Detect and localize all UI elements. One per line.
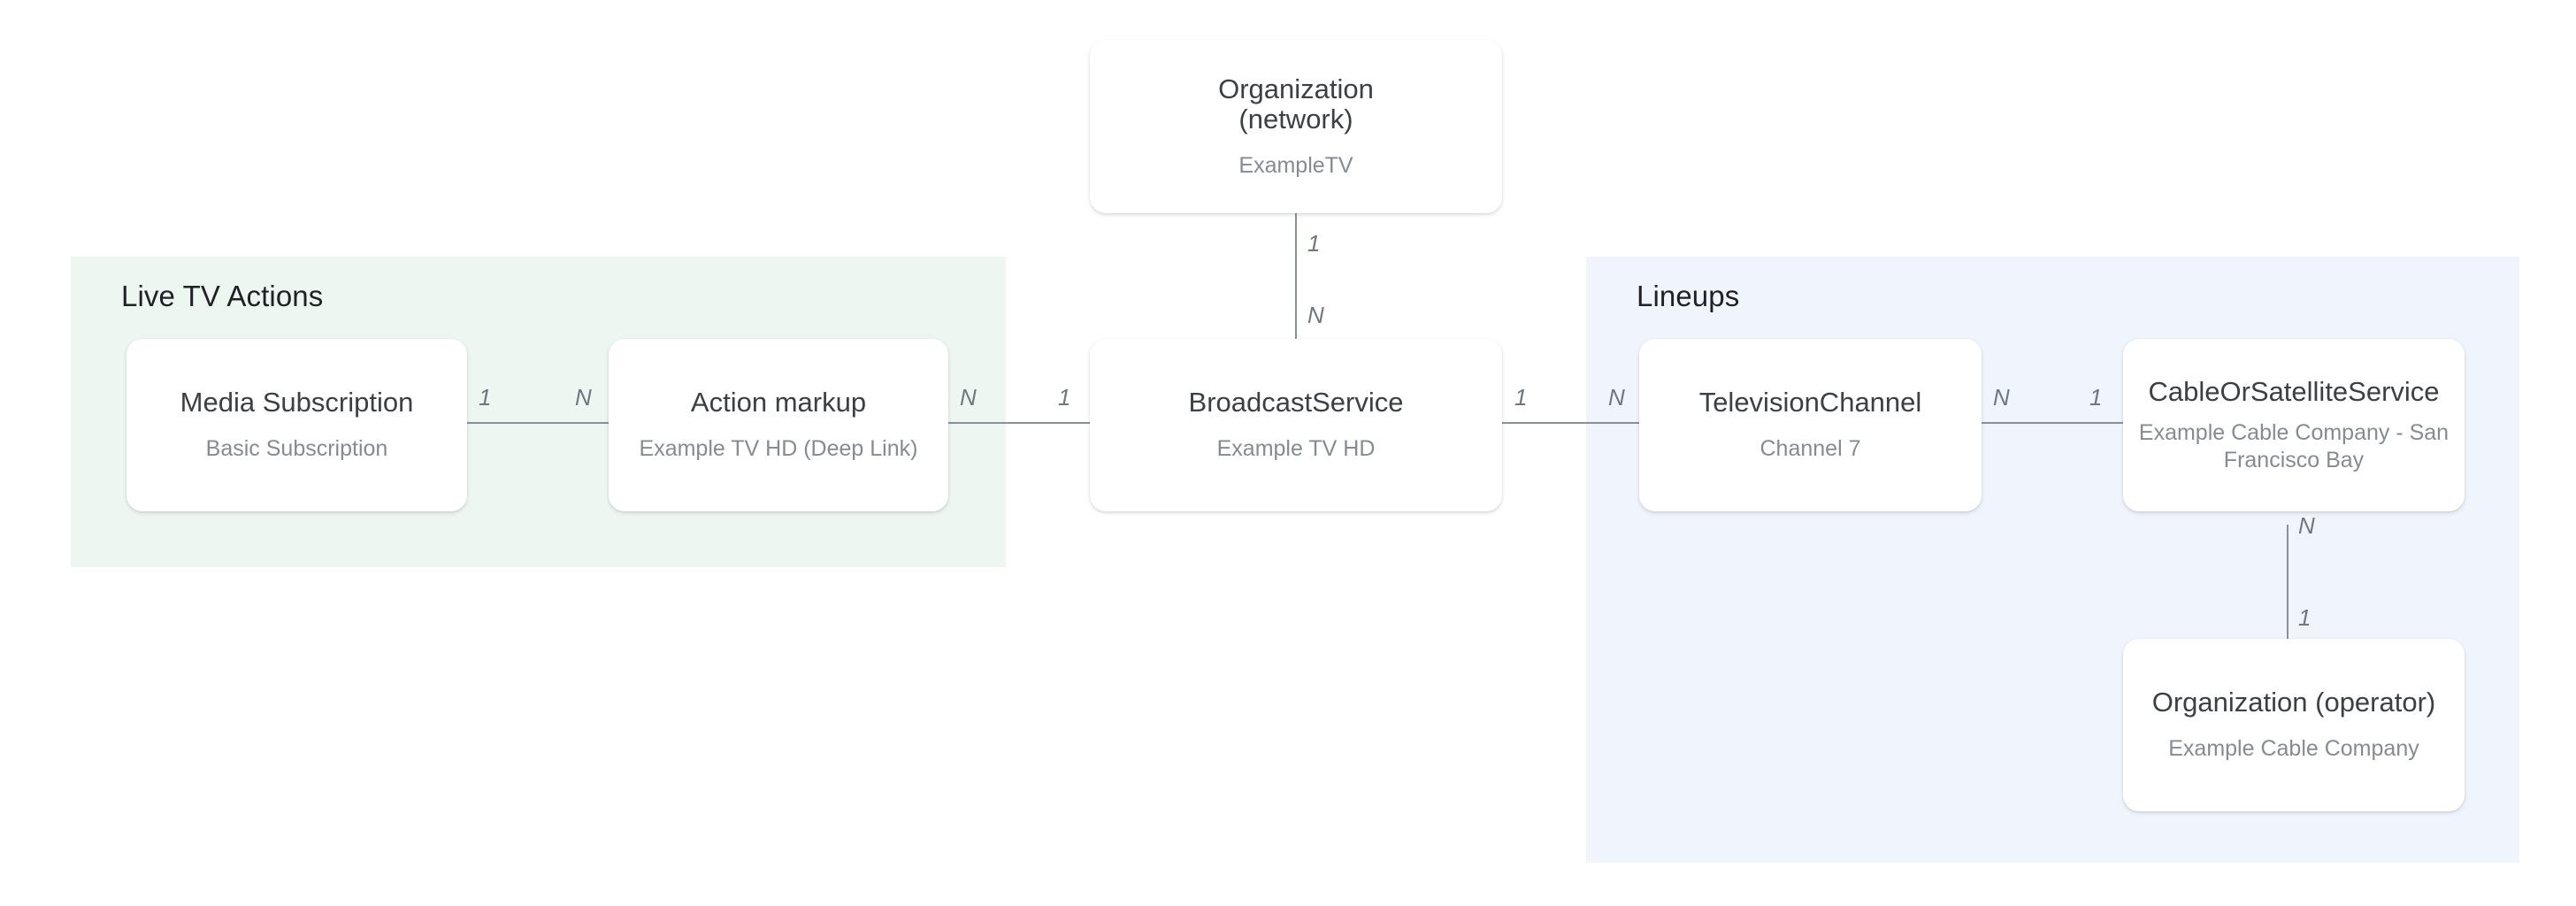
edge-label-broadcast-service-1: 1: [1058, 384, 1071, 411]
node-title: Action markup: [690, 387, 867, 418]
node-television-channel[interactable]: TelevisionChannel Channel 7: [1639, 339, 1982, 511]
node-subtitle: Example TV HD: [1216, 436, 1376, 462]
node-title: Organization (network): [1218, 73, 1374, 135]
edge-broadcast-service-to-television-channel: [1502, 422, 1639, 424]
edge-label-cable-or-satellite-service-n: N: [2298, 512, 2315, 539]
node-broadcast-service[interactable]: BroadcastService Example TV HD: [1090, 339, 1502, 511]
node-organization-network[interactable]: Organization (network) ExampleTV: [1090, 40, 1502, 213]
node-organization-operator[interactable]: Organization (operator) Example Cable Co…: [2123, 639, 2465, 811]
node-title-line-1: Organization: [1218, 73, 1374, 104]
edge-label-organization-network-1: 1: [1307, 230, 1321, 257]
node-title: Media Subscription: [180, 387, 414, 418]
node-subtitle: Channel 7: [1760, 436, 1861, 462]
group-title-live-tv-actions: Live TV Actions: [121, 280, 324, 312]
node-subtitle: ExampleTV: [1238, 152, 1353, 178]
node-media-subscription[interactable]: Media Subscription Basic Subscription: [126, 339, 467, 511]
edge-label-broadcast-service-1b: 1: [1514, 384, 1528, 411]
node-title: CableOrSatelliteService: [2148, 375, 2440, 407]
edge-label-television-channel-n2: N: [1993, 384, 2010, 411]
node-title: Organization (operator): [2151, 687, 2436, 718]
edge-label-television-channel-n: N: [1608, 384, 1625, 411]
node-subtitle: Example Cable Company - San Francisco Ba…: [2138, 420, 2450, 472]
node-title: TelevisionChannel: [1698, 387, 1922, 418]
node-subtitle: Basic Subscription: [205, 436, 388, 462]
edge-television-channel-to-cable-or-satellite-service: [1982, 422, 2123, 424]
edge-label-action-markup-n: N: [575, 384, 592, 411]
node-subtitle: Example Cable Company: [2168, 736, 2419, 762]
edge-media-subscription-to-action-markup: [467, 422, 609, 424]
edge-label-broadcast-service-n: N: [1307, 302, 1324, 328]
node-cable-or-satellite-service[interactable]: CableOrSatelliteService Example Cable Co…: [2123, 339, 2465, 511]
edge-action-markup-to-broadcast-service: [948, 422, 1090, 424]
edge-label-cable-or-satellite-service-1: 1: [2089, 384, 2103, 411]
edge-cable-or-satellite-service-to-organization-operator: [2287, 525, 2288, 640]
node-action-markup[interactable]: Action markup Example TV HD (Deep Link): [609, 339, 948, 511]
node-title-line-2: (network): [1238, 104, 1353, 135]
group-title-lineups: Lineups: [1637, 280, 1740, 312]
node-title: BroadcastService: [1188, 387, 1404, 418]
edge-organization-network-to-broadcast-service: [1295, 212, 1297, 341]
edge-label-organization-operator-1: 1: [2298, 604, 2312, 631]
edge-label-media-subscription-1: 1: [479, 384, 492, 411]
node-subtitle: Example TV HD (Deep Link): [639, 436, 918, 462]
edge-label-action-markup-n2: N: [960, 384, 977, 411]
